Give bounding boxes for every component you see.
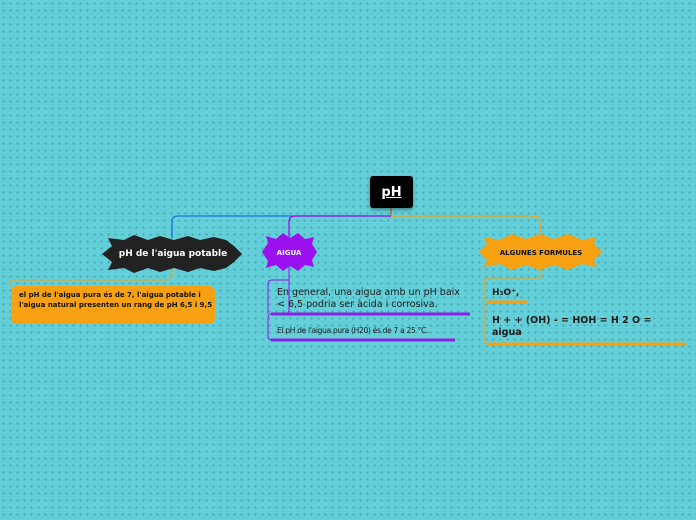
- aigua-badge-shape: [262, 233, 317, 271]
- formule-item-2[interactable]: H + + (OH) - = HOH = H 2 O = aigua: [492, 315, 652, 338]
- potable-badge-shape: [102, 235, 242, 273]
- branch-label-formules[interactable]: ALGUNES FORMULES: [499, 249, 583, 257]
- branch-label-potable[interactable]: pH de l'aigua potable: [118, 249, 228, 259]
- branch-label-aigua[interactable]: AIGUA: [276, 249, 302, 257]
- formule-item-1[interactable]: H₃O⁺,: [492, 288, 520, 298]
- aigua-item-1[interactable]: En general, una aigua amb un pH baix < 6…: [277, 287, 460, 310]
- potable-note[interactable]: el pH de l'aigua pura és de 7, l'aigua p…: [11, 286, 215, 324]
- root-node-ph[interactable]: pH: [370, 176, 413, 208]
- formules-badge-shape: [479, 234, 602, 270]
- aigua-item-2[interactable]: El pH de l'aigua pura (H20) és de 7 a 25…: [277, 326, 428, 335]
